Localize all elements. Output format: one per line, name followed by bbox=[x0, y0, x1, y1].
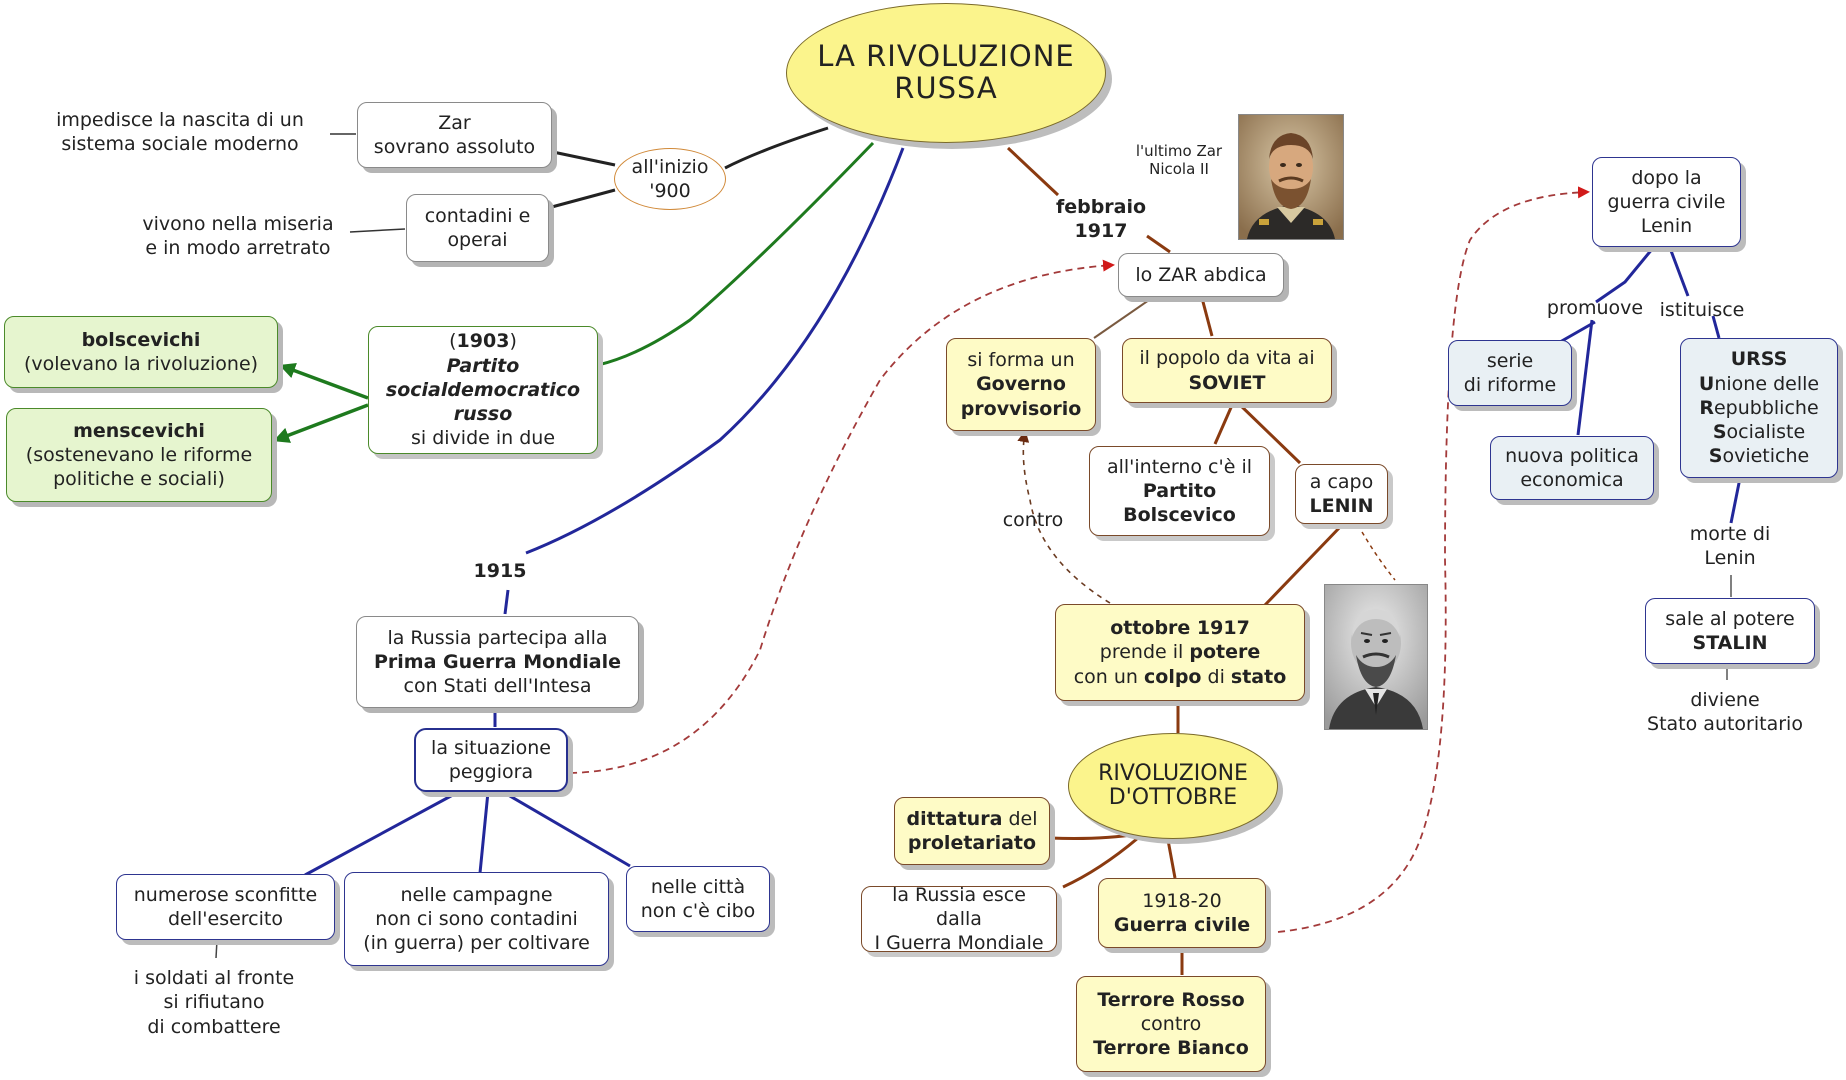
tsar-portrait-svg bbox=[1239, 115, 1343, 239]
istituisce-label: istituisce bbox=[1659, 299, 1745, 321]
serie-riforme-node[interactable]: serie di riforme bbox=[1448, 340, 1572, 406]
stalin-node[interactable]: sale al potere STALIN bbox=[1645, 598, 1815, 664]
stato-autoritario-label: diviene Stato autoritario bbox=[1647, 689, 1803, 736]
main-title-line2: RUSSA bbox=[894, 71, 998, 105]
zar-abdica-node[interactable]: lo ZAR abdica bbox=[1118, 253, 1284, 297]
zar-portrait-icon bbox=[1238, 114, 1344, 240]
citta-node[interactable]: nelle città non c'è cibo bbox=[626, 866, 770, 932]
febbraio-1917-label: febbraio 1917 bbox=[1055, 196, 1147, 243]
year-1915-label: 1915 bbox=[473, 560, 527, 582]
zar-node[interactable]: Zar sovrano assoluto bbox=[357, 102, 552, 168]
dittatura-proletariato-node[interactable]: dittatura del proletariato bbox=[894, 797, 1050, 865]
impedisce-label: impedisce la nascita di un sistema socia… bbox=[56, 109, 304, 156]
menscevichi-node[interactable]: menscevichi (sostenevano le riforme poli… bbox=[6, 408, 272, 502]
main-title-line1: LA RIVOLUZIONE bbox=[817, 39, 1075, 74]
inizio-900-node[interactable]: all'inizio '900 bbox=[614, 148, 726, 210]
situazione-peggiora-node[interactable]: la situazione peggiora bbox=[414, 728, 568, 792]
morte-lenin-label: morte di Lenin bbox=[1689, 523, 1771, 570]
terrore-node[interactable]: Terrore Rosso contro Terrore Bianco bbox=[1076, 976, 1266, 1072]
lenin-portrait-icon bbox=[1324, 584, 1428, 730]
main-title-oval[interactable]: LA RIVOLUZIONE RUSSA bbox=[786, 3, 1106, 143]
ottobre-1917-node[interactable]: ottobre 1917 prende il potere con un col… bbox=[1055, 604, 1305, 701]
guerra-civile-node[interactable]: 1918-20 Guerra civile bbox=[1098, 878, 1266, 948]
promuove-label: promuove bbox=[1546, 297, 1644, 319]
soviet-node[interactable]: il popolo da vita ai SOVIET bbox=[1122, 338, 1332, 403]
partito-socialdemocratico-node[interactable]: (1903) Partito socialdemocratico russo s… bbox=[368, 326, 598, 454]
campagne-node[interactable]: nelle campagne non ci sono contadini (in… bbox=[344, 872, 609, 966]
zar-caption-label: l'ultimo Zar Nicola II bbox=[1135, 142, 1223, 178]
capo-lenin-node[interactable]: a capo LENIN bbox=[1295, 464, 1388, 524]
rivoluzione-ottobre-oval[interactable]: RIVOLUZIONE D'OTTOBRE bbox=[1068, 733, 1278, 839]
contadini-operai-node[interactable]: contadini e operai bbox=[406, 194, 549, 262]
soldati-label: i soldati al fronte si rifiutano di comb… bbox=[133, 967, 295, 1038]
contro-label: contro bbox=[1002, 509, 1064, 531]
urss-node[interactable]: URSS Unione delle Repubbliche Socialiste… bbox=[1680, 338, 1838, 478]
nep-node[interactable]: nuova politica economica bbox=[1490, 436, 1654, 500]
bolscevichi-node[interactable]: bolscevichi (volevano la rivoluzione) bbox=[4, 316, 278, 388]
partito-bolscevico-node[interactable]: all'interno c'è il Partito Bolscevico bbox=[1089, 446, 1270, 536]
vivono-label: vivono nella miseria e in modo arretrato bbox=[142, 213, 334, 260]
russia-esce-node[interactable]: la Russia esce dalla I Guerra Mondiale bbox=[861, 884, 1057, 954]
lenin-portrait-svg bbox=[1325, 585, 1427, 729]
dopo-guerra-civile-node[interactable]: dopo la guerra civile Lenin bbox=[1592, 157, 1741, 247]
russia-partecipa-node[interactable]: la Russia partecipa alla Prima Guerra Mo… bbox=[356, 616, 639, 708]
sconfitte-node[interactable]: numerose sconfitte dell'esercito bbox=[116, 874, 335, 940]
governo-provvisorio-node[interactable]: si forma un Governo provvisorio bbox=[946, 338, 1096, 431]
